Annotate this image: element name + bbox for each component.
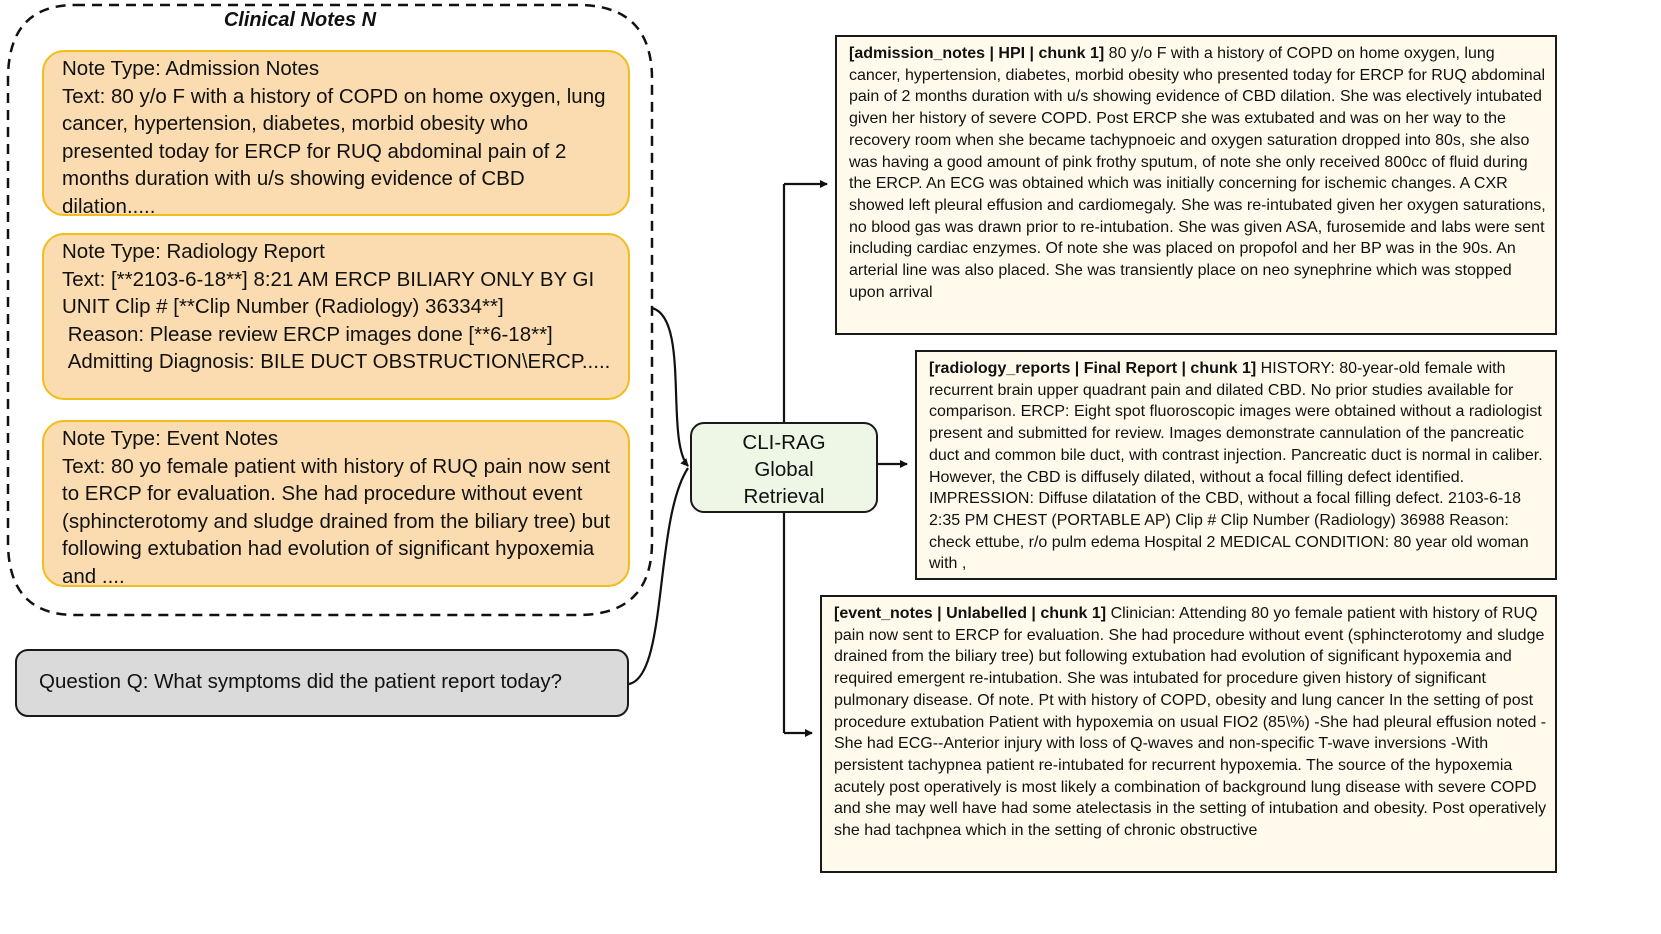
question-box: Question Q: What symptoms did the patien… (15, 649, 629, 717)
event-note-type: Note Type: Event Notes (62, 427, 279, 450)
admission-note-type: Note Type: Admission Notes (62, 57, 320, 80)
admission-note-text: Text: 80 y/o F with a history of COPD on… (62, 84, 606, 218)
cli-rag-global-retrieval-box: CLI-RAG Global Retrieval (690, 422, 878, 513)
notes-to-retrieval-arrow (651, 306, 689, 467)
event-note-card: Note Type: Event Notes Text: 80 yo femal… (42, 420, 630, 588)
radiology-chunk-text: HISTORY: 80-year-old female with recurre… (929, 360, 1543, 573)
radiology-note-diagnosis: Admitting Diagnosis: BILE DUCT OBSTRUCTI… (62, 350, 611, 373)
radiology-chunk-tag: [radiology_reports | Final Report | chun… (929, 360, 1257, 377)
admission-note-card: Note Type: Admission Notes Text: 80 y/o … (42, 50, 630, 218)
admission-chunk-text: 80 y/o F with a history of COPD on home … (849, 45, 1546, 301)
radiology-chunk-box: [radiology_reports | Final Report | chun… (915, 350, 1557, 580)
retrieval-label-line-2: Global (754, 458, 814, 481)
admission-chunk-box: [admission_notes | HPI | chunk 1] 80 y/o… (835, 35, 1557, 335)
clinical-notes-title: Clinical Notes N (223, 9, 377, 31)
event-chunk-text: Clinician: Attending 80 yo female patien… (834, 605, 1547, 840)
radiology-note-type: Note Type: Radiology Report (62, 240, 325, 263)
radiology-note-card: Note Type: Radiology Report Text: [**210… (42, 233, 630, 400)
radiology-note-reason: Reason: Please review ERCP images done [… (62, 322, 553, 346)
retrieval-label-line-1: CLI-RAG (742, 431, 826, 454)
clinical-notes-dashed-border (6, 3, 654, 617)
admission-chunk-tag: [admission_notes | HPI | chunk 1] (849, 45, 1105, 62)
radiology-note-text: Text: [**2103-6-18**] 8:21 AM ERCP BILIA… (62, 267, 595, 319)
event-note-text: Text: 80 yo female patient with history … (62, 454, 611, 588)
retrieval-label-line-3: Retrieval (743, 485, 825, 508)
question-to-retrieval-arrow (628, 467, 689, 686)
event-chunk-box: [event_notes | Unlabelled | chunk 1] Cli… (820, 595, 1557, 873)
event-chunk-tag: [event_notes | Unlabelled | chunk 1] (834, 605, 1107, 622)
